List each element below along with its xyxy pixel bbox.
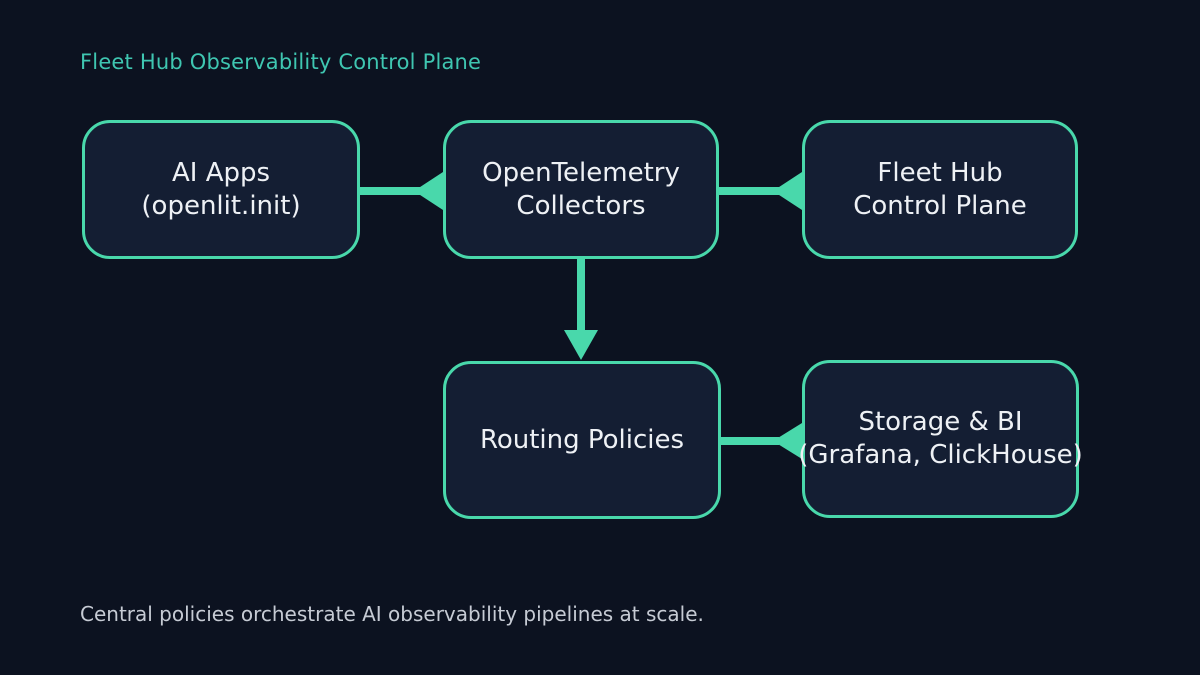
diagram-title: Fleet Hub Observability Control Plane bbox=[80, 50, 482, 74]
node-storage-bi: Storage & BI (Grafana, ClickHouse) bbox=[798, 360, 1083, 518]
edge-routing-to-storage-arrowhead bbox=[773, 423, 802, 459]
node-label-line: Storage & BI bbox=[858, 407, 1023, 437]
node-label-line: (Grafana, ClickHouse) bbox=[798, 440, 1083, 470]
edge-otel-to-fleet-hub-arrowhead bbox=[773, 172, 802, 210]
node-label-line: Collectors bbox=[516, 190, 646, 221]
diagram-caption: Central policies orchestrate AI observab… bbox=[80, 602, 704, 626]
node-fleet-hub-control-plane: Fleet Hub Control Plane bbox=[802, 120, 1078, 259]
node-routing-policies: Routing Policies bbox=[443, 361, 721, 519]
node-label-line: (openlit.init) bbox=[141, 190, 301, 221]
node-label-line: Routing Policies bbox=[479, 424, 685, 455]
node-ai-apps: AI Apps (openlit.init) bbox=[82, 120, 360, 259]
node-label-line: Control Plane bbox=[853, 190, 1027, 221]
node-otel-collectors: OpenTelemetry Collectors bbox=[443, 120, 719, 259]
edge-otel-to-routing-arrowhead bbox=[564, 330, 598, 360]
node-label-line: Fleet Hub bbox=[877, 157, 1003, 188]
node-label-line: AI Apps bbox=[171, 157, 271, 188]
edge-ai-apps-to-otel-arrowhead bbox=[414, 172, 443, 210]
node-label-line: OpenTelemetry bbox=[482, 157, 680, 188]
